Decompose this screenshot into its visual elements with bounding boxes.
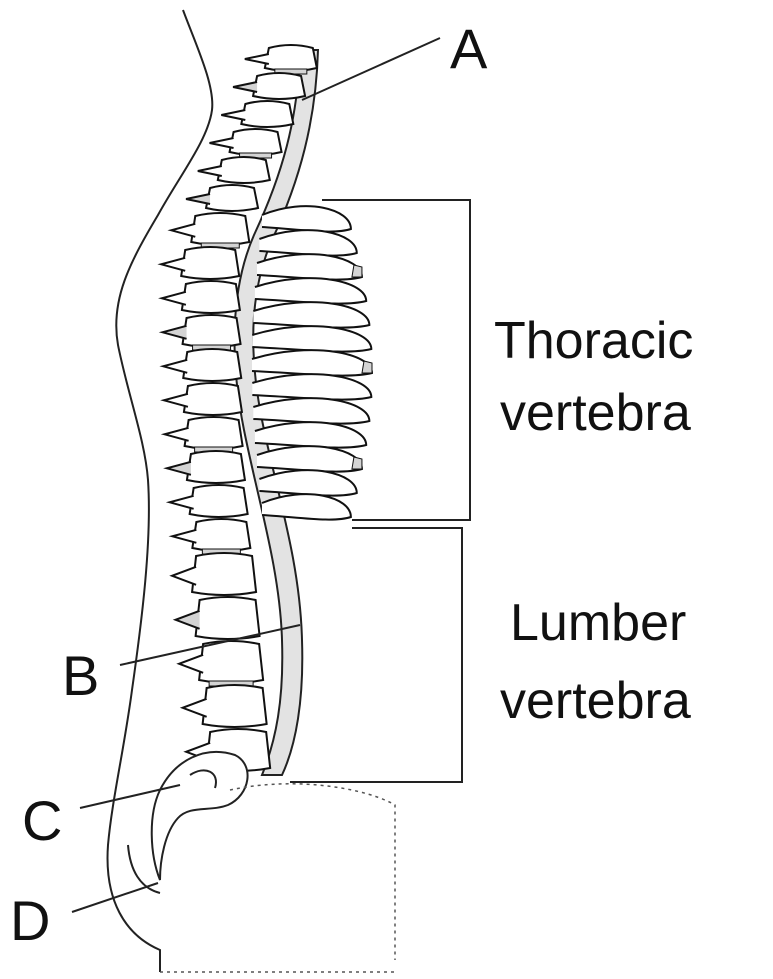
spinous-process — [183, 699, 207, 717]
label-a: A — [450, 17, 488, 80]
label-b: B — [62, 644, 99, 707]
spinous-process — [172, 530, 196, 543]
rib — [262, 206, 351, 231]
vertebra — [218, 157, 270, 183]
rib — [259, 230, 356, 255]
vertebra — [241, 101, 293, 127]
vertebra — [199, 641, 263, 683]
vertebra — [183, 315, 241, 347]
vertebra — [196, 597, 260, 639]
rib — [253, 398, 369, 423]
spinous-process — [221, 110, 245, 120]
rib — [255, 422, 366, 447]
rib-cartilage — [362, 361, 372, 373]
rib — [257, 254, 362, 279]
rib-cartilage — [352, 265, 362, 277]
pelvis-outline — [160, 784, 395, 972]
spinous-process — [210, 138, 234, 148]
spinous-process — [165, 428, 189, 441]
vertebra — [181, 247, 239, 279]
vertebra — [192, 519, 250, 551]
spinous-process — [172, 567, 196, 585]
lumbar-label-line1: Lumber — [510, 594, 686, 652]
lumbar-label-line2: vertebra — [500, 672, 691, 730]
spinous-process — [186, 194, 210, 204]
rib — [259, 470, 356, 495]
label-c: C — [22, 789, 62, 852]
rib — [253, 302, 369, 327]
vertebra — [265, 45, 317, 71]
vertebra — [230, 129, 282, 155]
spinous-process — [163, 326, 187, 339]
vertebra — [185, 417, 243, 449]
spinous-process — [245, 54, 269, 64]
spinous-process — [233, 82, 257, 92]
lumbar-bracket — [290, 528, 462, 782]
vertebra — [182, 281, 240, 313]
rib — [252, 350, 372, 375]
vertebra — [183, 349, 241, 381]
vertebra — [184, 383, 242, 415]
vertebra — [187, 451, 245, 483]
vertebra — [206, 185, 258, 211]
sacrum-coccyx — [128, 752, 248, 893]
rib — [252, 374, 371, 399]
vertebra — [192, 553, 256, 595]
rib — [252, 326, 371, 351]
leader-line-d — [72, 883, 158, 912]
spinous-process — [167, 462, 191, 475]
label-d: D — [10, 889, 50, 952]
rib-cartilage — [352, 457, 362, 469]
rib — [255, 278, 366, 303]
thoracic-label-line1: Thoracic — [494, 312, 693, 370]
spinous-process — [161, 258, 185, 271]
spinous-process — [171, 224, 195, 237]
spinous-process — [176, 611, 200, 629]
vertebra — [253, 73, 305, 99]
spinous-process — [198, 166, 222, 176]
vertebra — [203, 685, 267, 727]
vertebra — [191, 213, 249, 245]
spinous-process — [179, 655, 203, 673]
rib — [257, 446, 362, 471]
spinous-process — [164, 394, 188, 407]
vertebra — [190, 485, 248, 517]
rib — [262, 494, 351, 519]
leader-line-a — [302, 38, 440, 100]
spinous-process — [162, 292, 186, 305]
spinous-process — [170, 496, 194, 509]
spinous-process — [163, 360, 187, 373]
thoracic-label-line2: vertebra — [500, 384, 691, 442]
